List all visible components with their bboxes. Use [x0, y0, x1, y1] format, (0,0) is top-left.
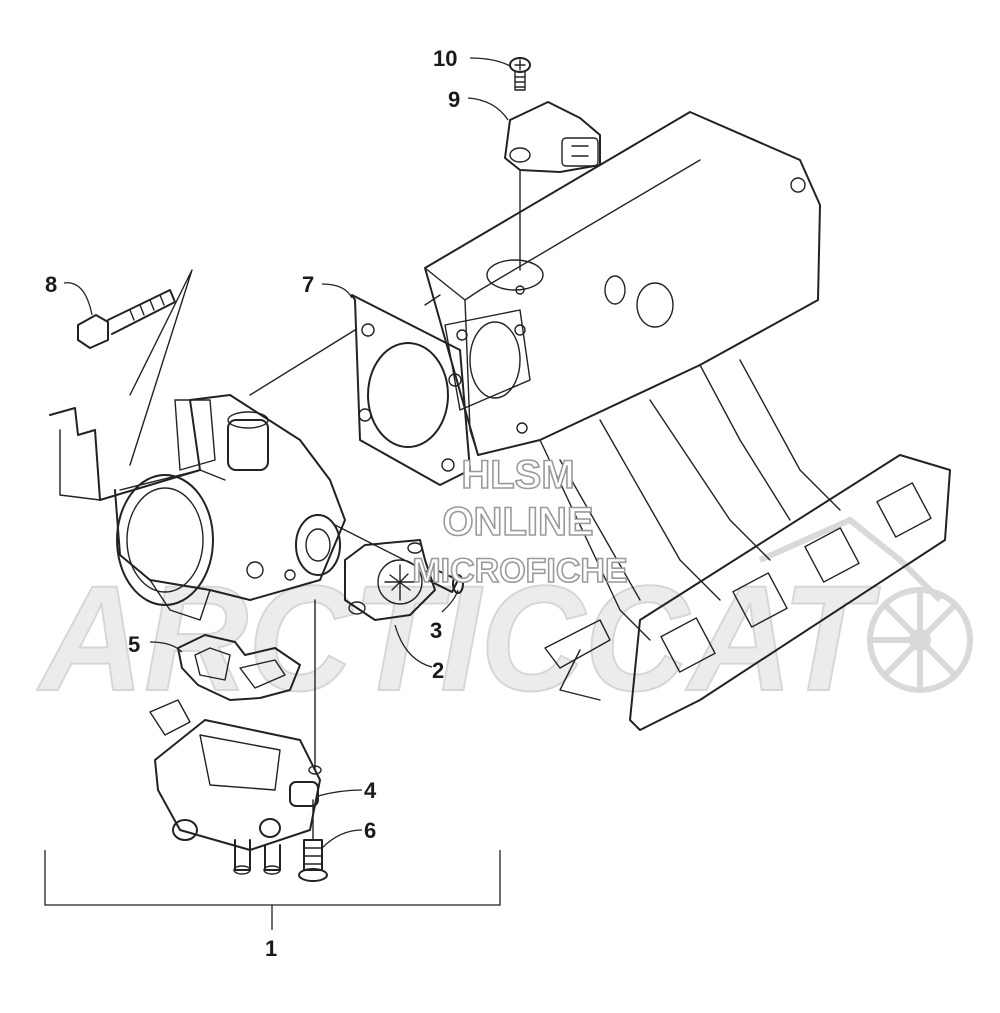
watermark-line2: ONLINE	[442, 500, 593, 544]
watermark-logo-text: ARCTICCAT	[36, 554, 881, 722]
callouts: 10 9 8 7 3 2 5 4 6 1	[45, 46, 460, 961]
callout-1: 1	[265, 936, 277, 961]
watermark-line3: MICROFICHE	[412, 552, 627, 590]
callout-9: 9	[448, 87, 460, 112]
part-8-bolt	[77, 269, 193, 466]
part-10-screw	[509, 57, 531, 91]
assembly-bracket	[44, 850, 501, 930]
callout-3: 3	[430, 618, 442, 643]
intake-manifold	[424, 111, 951, 731]
part-3-screw	[334, 524, 464, 594]
callout-5: 5	[128, 632, 140, 657]
part-5-gasket	[177, 634, 301, 701]
watermark-logo: ARCTICCAT	[35, 516, 973, 723]
watermark-motorcycle-icon	[758, 516, 973, 693]
callout-8: 8	[45, 272, 57, 297]
part-9-sensor	[504, 101, 601, 271]
watermark: HLSM ONLINE MICROFICHE	[412, 452, 629, 591]
watermark-line1: HLSM	[461, 453, 574, 497]
part-2-throttle-position-sensor	[344, 539, 436, 621]
part-7-gasket	[249, 294, 471, 486]
part-6-bolt	[298, 799, 328, 882]
part-4-plug	[289, 781, 319, 807]
callout-6: 6	[364, 818, 376, 843]
callout-4: 4	[364, 778, 377, 803]
callout-10: 10	[433, 46, 457, 71]
leader-lines	[63, 57, 511, 849]
callout-7: 7	[302, 272, 314, 297]
callout-2: 2	[432, 658, 444, 683]
throttle-body	[49, 394, 346, 621]
part-1-idle-air-valve-assembly	[149, 599, 322, 875]
